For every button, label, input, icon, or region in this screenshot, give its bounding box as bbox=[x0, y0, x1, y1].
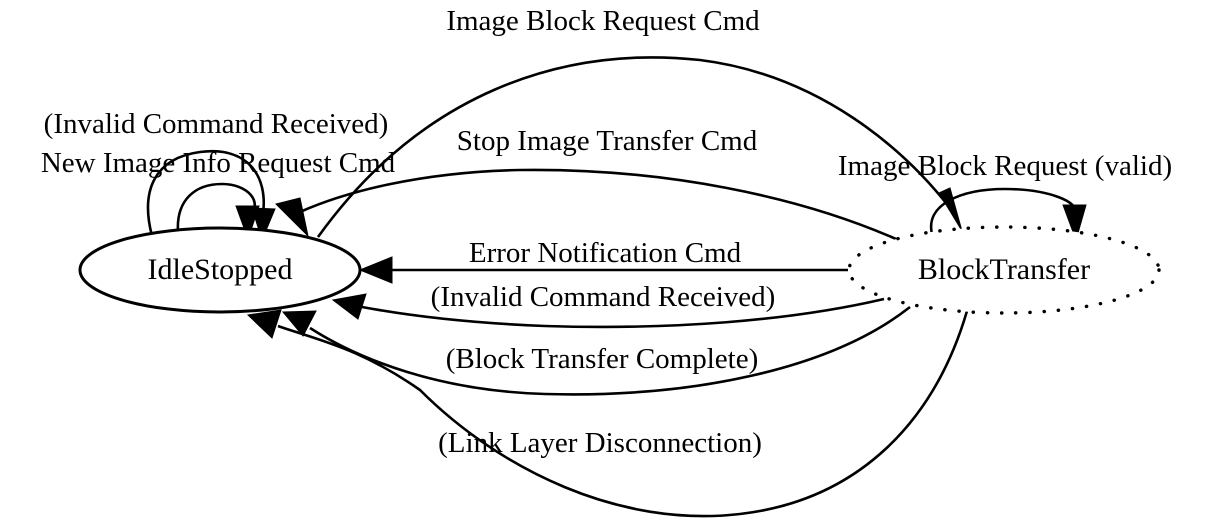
node-block-transfer[interactable]: BlockTransfer bbox=[847, 225, 1161, 315]
edge-invalid-command-received[interactable]: (Invalid Command Received) bbox=[331, 281, 885, 329]
edge-path-image-block-request-cmd bbox=[316, 56, 952, 238]
edge-label-invalid-command-received: (Invalid Command Received) bbox=[431, 281, 776, 313]
edge-image-block-request-cmd[interactable]: Image Block Request Cmd bbox=[316, 5, 963, 238]
node-shape-idle-stopped bbox=[78, 226, 362, 314]
node-label-block-transfer: BlockTransfer bbox=[918, 253, 1090, 286]
arrowhead-new-image-info-request-cmd-self bbox=[235, 205, 260, 241]
edge-new-image-info-request-cmd-self[interactable]: New Image Info Request Cmd bbox=[41, 147, 396, 241]
edge-path-new-image-info-request-cmd-self bbox=[176, 182, 257, 233]
arrowhead-invalid-command-received bbox=[331, 293, 367, 320]
edge-path-invalid-command-received bbox=[361, 297, 885, 329]
arrowhead-image-block-request-valid-self bbox=[1062, 204, 1087, 242]
edge-label-image-block-request-cmd: Image Block Request Cmd bbox=[446, 5, 760, 37]
edge-image-block-request-valid-self[interactable]: Image Block Request (valid) bbox=[838, 150, 1172, 242]
edge-path-invalid-command-received-self bbox=[146, 149, 266, 237]
edge-path-block-transfer-complete bbox=[309, 305, 911, 396]
edge-error-notification-cmd[interactable]: Error Notification Cmd bbox=[358, 237, 848, 284]
edge-label-error-notification-cmd: Error Notification Cmd bbox=[469, 237, 742, 269]
edge-path-image-block-request-valid-self bbox=[929, 187, 1077, 235]
edge-label-new-image-info-request-cmd-self: New Image Info Request Cmd bbox=[41, 147, 396, 179]
arrowhead-image-block-request-cmd bbox=[938, 187, 963, 232]
node-shape-block-transfer bbox=[847, 225, 1161, 315]
edge-link-layer-disconnection[interactable]: (Link Layer Disconnection) bbox=[246, 309, 969, 518]
node-idle-stopped[interactable]: IdleStopped bbox=[78, 226, 362, 314]
edge-label-block-transfer-complete: (Block Transfer Complete) bbox=[446, 343, 759, 375]
edge-label-stop-image-transfer-cmd: Stop Image Transfer Cmd bbox=[457, 125, 758, 157]
edge-path-link-layer-disconnection bbox=[277, 310, 969, 518]
arrowhead-link-layer-disconnection bbox=[246, 309, 282, 339]
edge-block-transfer-complete[interactable]: (Block Transfer Complete) bbox=[281, 305, 911, 396]
edge-stop-image-transfer-cmd[interactable]: Stop Image Transfer Cmd bbox=[275, 125, 906, 245]
arrowhead-block-transfer-complete bbox=[281, 310, 317, 337]
node-label-idle-stopped: IdleStopped bbox=[148, 253, 293, 286]
arrowhead-stop-image-transfer-cmd bbox=[275, 197, 309, 238]
edge-invalid-command-received-self[interactable]: (Invalid Command Received) bbox=[44, 108, 389, 242]
edge-label-image-block-request-valid-self: Image Block Request (valid) bbox=[838, 150, 1172, 182]
edge-label-link-layer-disconnection: (Link Layer Disconnection) bbox=[438, 427, 762, 459]
arrowhead-error-notification-cmd bbox=[358, 256, 393, 284]
arrowhead-invalid-command-received-self bbox=[251, 207, 276, 242]
edge-label-invalid-command-received-self: (Invalid Command Received) bbox=[44, 108, 389, 140]
edge-path-stop-image-transfer-cmd bbox=[299, 168, 906, 245]
